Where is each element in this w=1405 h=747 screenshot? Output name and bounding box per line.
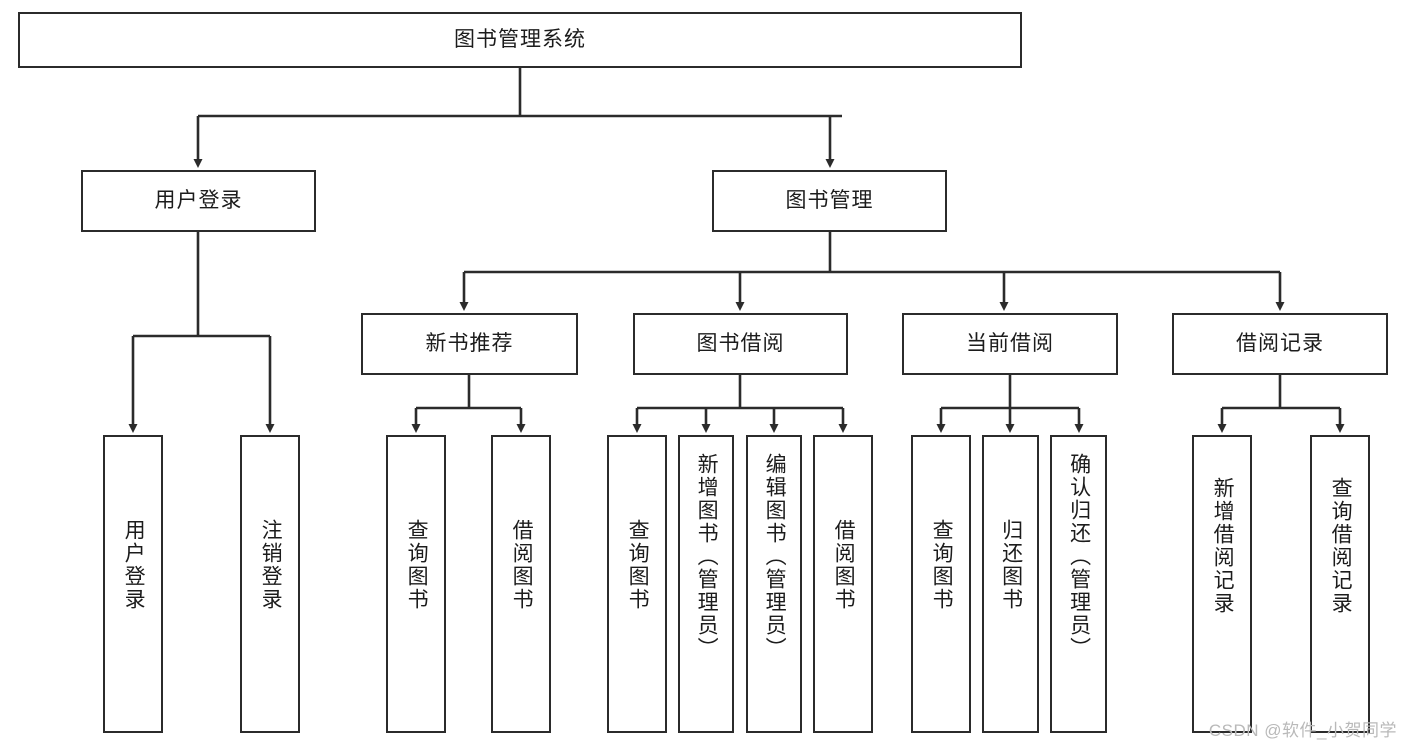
leaf-query-book-2[interactable]: 查询图书 <box>607 435 667 733</box>
leaf-add-record[interactable]: 新增借阅记录 <box>1192 435 1252 733</box>
leaf-edit-book-label: 编辑图书（管理员） <box>763 453 787 660</box>
node-borrow-record-label: 借阅记录 <box>1236 332 1324 356</box>
leaf-edit-book[interactable]: 编辑图书（管理员） <box>746 435 802 733</box>
leaf-query-book-2-label: 查询图书 <box>626 519 650 611</box>
leaf-user-login-label: 用户登录 <box>122 519 146 611</box>
leaf-return-book[interactable]: 归还图书 <box>982 435 1039 733</box>
leaf-add-book-label: 新增图书（管理员） <box>695 453 719 660</box>
leaf-query-book-1-label: 查询图书 <box>405 519 429 611</box>
leaf-return-book-label: 归还图书 <box>999 519 1023 611</box>
leaf-confirm-return-label: 确认归还（管理员） <box>1067 453 1091 660</box>
leaf-borrow-book-1-label: 借阅图书 <box>510 519 534 611</box>
csdn-watermark: CSDN @软件_小贺同学 <box>1208 721 1397 740</box>
node-new-book-rec[interactable]: 新书推荐 <box>361 313 578 375</box>
leaf-borrow-book-2[interactable]: 借阅图书 <box>813 435 873 733</box>
leaf-query-record-label: 查询借阅记录 <box>1329 477 1353 615</box>
leaf-borrow-book-1[interactable]: 借阅图书 <box>491 435 551 733</box>
leaf-logout-label: 注销登录 <box>259 519 283 611</box>
leaf-query-book-1[interactable]: 查询图书 <box>386 435 446 733</box>
node-book-manage[interactable]: 图书管理 <box>712 170 947 232</box>
node-user-login[interactable]: 用户登录 <box>81 170 316 232</box>
leaf-query-record[interactable]: 查询借阅记录 <box>1310 435 1370 733</box>
node-current-borrow-label: 当前借阅 <box>966 332 1054 356</box>
node-borrow-record[interactable]: 借阅记录 <box>1172 313 1388 375</box>
node-root-label: 图书管理系统 <box>454 28 586 52</box>
leaf-logout[interactable]: 注销登录 <box>240 435 300 733</box>
leaf-borrow-book-2-label: 借阅图书 <box>832 519 856 611</box>
leaf-add-book[interactable]: 新增图书（管理员） <box>678 435 734 733</box>
leaf-add-record-label: 新增借阅记录 <box>1211 477 1235 615</box>
node-new-book-rec-label: 新书推荐 <box>425 332 514 356</box>
leaf-confirm-return[interactable]: 确认归还（管理员） <box>1050 435 1107 733</box>
node-root[interactable]: 图书管理系统 <box>18 12 1022 68</box>
node-user-login-label: 用户登录 <box>154 189 243 213</box>
leaf-query-book-3-label: 查询图书 <box>930 519 954 611</box>
node-current-borrow[interactable]: 当前借阅 <box>902 313 1118 375</box>
node-book-borrow[interactable]: 图书借阅 <box>633 313 848 375</box>
node-book-manage-label: 图书管理 <box>785 189 874 213</box>
node-book-borrow-label: 图书借阅 <box>696 332 785 356</box>
leaf-query-book-3[interactable]: 查询图书 <box>911 435 971 733</box>
leaf-user-login[interactable]: 用户登录 <box>103 435 163 733</box>
